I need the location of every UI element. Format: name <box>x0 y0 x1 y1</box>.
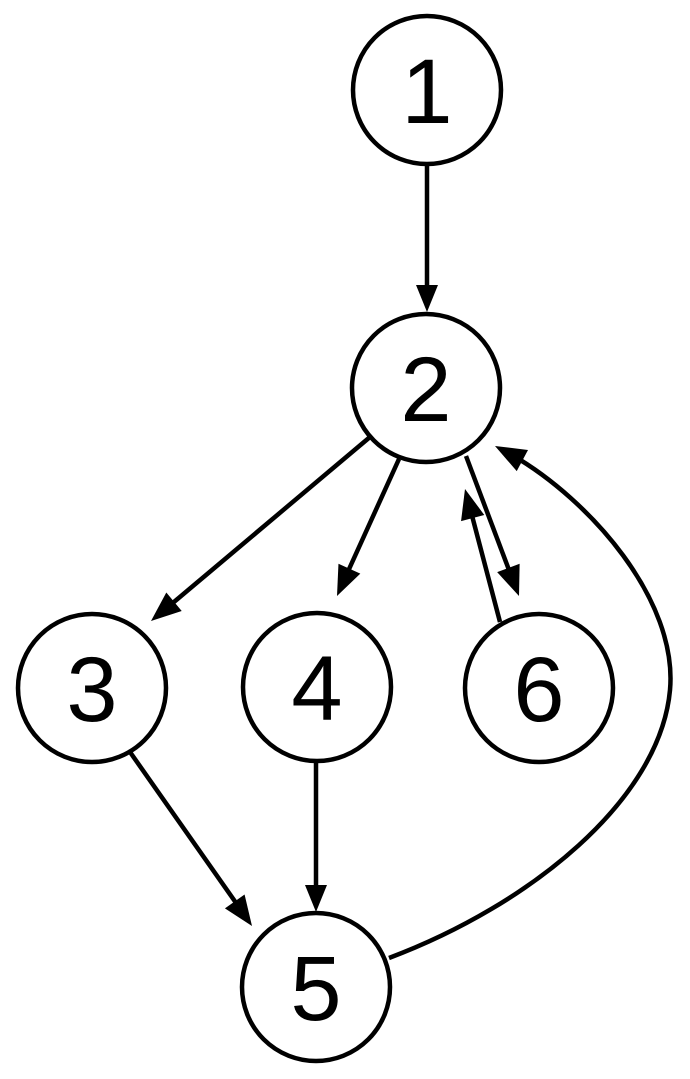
edge-2-to-4-line <box>342 458 402 579</box>
node-3[interactable]: 3 <box>15 611 169 765</box>
node-4[interactable]: 4 <box>240 610 394 764</box>
node-5[interactable]: 5 <box>239 910 393 1064</box>
node-4-circle[interactable] <box>240 610 394 764</box>
edge-2-to-3-line <box>166 435 372 609</box>
edge-4-to-5-arrowhead <box>305 885 327 912</box>
edge-5-to-2 <box>388 446 673 961</box>
edge-3-to-5-arrowhead <box>224 894 252 926</box>
edge-2-to-6 <box>463 455 520 596</box>
node-2[interactable]: 2 <box>349 311 503 465</box>
edge-6-to-2-arrowhead <box>461 489 485 522</box>
node-2-circle[interactable] <box>349 311 503 465</box>
node-1-label: 1 <box>401 41 452 143</box>
nodes-layer: 1 2 3 4 5 6 <box>15 13 616 1064</box>
edge-2-to-6-line <box>463 455 515 579</box>
node-6[interactable]: 6 <box>462 611 616 765</box>
node-4-label: 4 <box>291 638 342 740</box>
node-5-label: 5 <box>290 938 341 1040</box>
node-2-label: 2 <box>400 339 451 441</box>
edge-3-to-5-line <box>128 750 243 912</box>
node-3-circle[interactable] <box>15 611 169 765</box>
node-3-label: 3 <box>66 639 117 741</box>
edge-6-to-2 <box>461 489 503 623</box>
node-6-circle[interactable] <box>462 611 616 765</box>
edge-5-to-2-curve <box>388 453 673 961</box>
edge-2-to-3-arrowhead <box>151 592 182 621</box>
edge-6-to-2-line <box>467 507 503 623</box>
edge-2-to-4 <box>337 458 402 596</box>
edge-2-to-3 <box>151 435 372 621</box>
edge-1-to-2-arrowhead <box>416 285 438 312</box>
edges-layer <box>128 166 673 961</box>
edge-3-to-5 <box>128 750 252 926</box>
edge-2-to-4-arrowhead <box>337 563 361 596</box>
node-1[interactable]: 1 <box>350 13 504 167</box>
edge-4-to-5 <box>305 761 327 912</box>
edge-2-to-6-arrowhead <box>497 563 520 596</box>
node-1-circle[interactable] <box>350 13 504 167</box>
edge-5-to-2-arrowhead <box>495 446 529 472</box>
node-5-circle[interactable] <box>239 910 393 1064</box>
node-6-label: 6 <box>513 639 564 741</box>
edge-1-to-2 <box>416 166 438 312</box>
